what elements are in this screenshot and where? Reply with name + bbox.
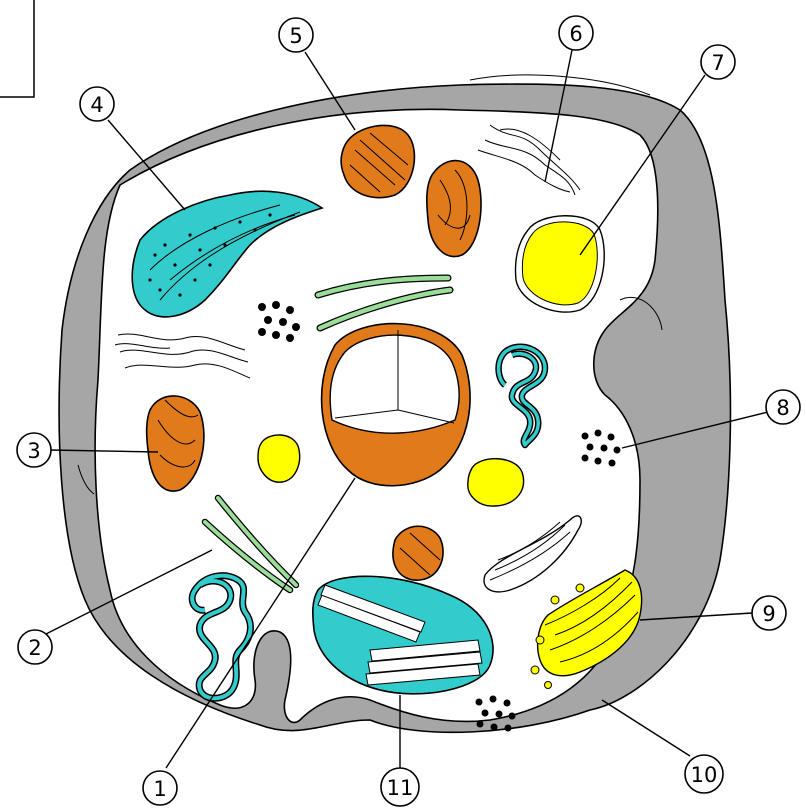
label-10: 10 xyxy=(685,755,723,793)
svg-text:7: 7 xyxy=(711,51,724,75)
svg-text:1: 1 xyxy=(153,777,166,801)
svg-text:3: 3 xyxy=(27,439,40,463)
svg-text:9: 9 xyxy=(762,602,775,626)
svg-text:2: 2 xyxy=(28,636,41,660)
label-4: 4 xyxy=(80,87,114,121)
frame-corner xyxy=(0,0,34,97)
svg-text:11: 11 xyxy=(387,776,414,800)
svg-text:5: 5 xyxy=(289,24,302,48)
nucleus xyxy=(322,324,470,486)
orange-body-small xyxy=(393,526,443,580)
label-9: 9 xyxy=(752,596,786,630)
label-11: 11 xyxy=(381,768,419,806)
label-5: 5 xyxy=(279,18,313,52)
vacuole-left xyxy=(258,435,300,482)
svg-text:6: 6 xyxy=(569,22,582,46)
label-1: 1 xyxy=(143,771,177,805)
svg-text:4: 4 xyxy=(90,93,103,117)
vacuole-center-right xyxy=(468,459,524,506)
ribosome-body-5 xyxy=(341,125,414,197)
svg-text:10: 10 xyxy=(691,763,718,787)
vacuole-top-right xyxy=(516,216,605,312)
label-2: 2 xyxy=(18,630,52,664)
mitochondrion-top xyxy=(427,161,481,257)
label-3: 3 xyxy=(17,433,51,467)
label-6: 6 xyxy=(559,16,593,50)
label-8: 8 xyxy=(766,390,800,424)
label-7: 7 xyxy=(701,45,735,79)
svg-text:8: 8 xyxy=(776,396,789,420)
